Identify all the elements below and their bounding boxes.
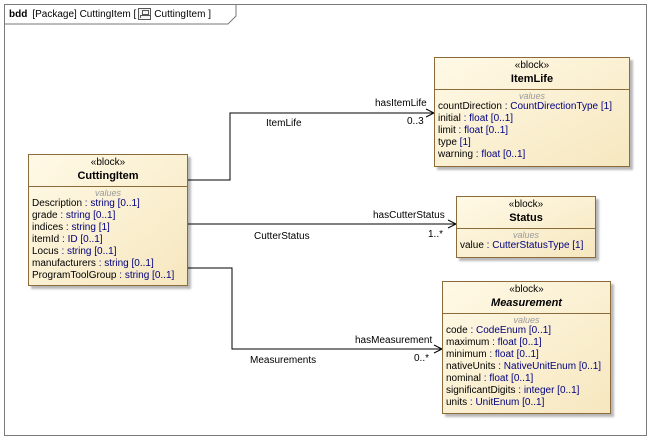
attribute-type: : ID [0..1] — [59, 234, 103, 245]
attribute-name: ProgramToolGroup — [32, 270, 117, 281]
block-stereotype: «block» — [508, 199, 544, 210]
attribute-type: : float [0..1] — [489, 337, 542, 348]
attribute-row[interactable]: significantDigits : integer [0..1] — [443, 385, 610, 397]
block-measurement[interactable]: «block» Measurement values code : CodeEn… — [442, 281, 611, 414]
values-compartment-label: values — [518, 91, 545, 101]
attribute-name: indices — [32, 222, 64, 233]
attribute-row[interactable]: countDirection : CountDirectionType [1] — [435, 101, 629, 113]
attribute-type: : CodeEnum [0..1] — [467, 325, 552, 336]
block-cuttingitem[interactable]: «block» CuttingItem values Description :… — [28, 154, 188, 286]
attribute-row[interactable]: ProgramToolGroup : string [0..1] — [29, 270, 187, 282]
association-role-measurement: hasMeasurement — [355, 335, 433, 346]
attribute-type: : float [0..1] — [460, 113, 514, 124]
attribute-name: initial — [438, 113, 461, 124]
association-measurement-line[interactable] — [188, 267, 442, 350]
attribute-type: [1] — [456, 137, 471, 148]
attribute-name: value — [460, 240, 484, 251]
block-name: Status — [509, 212, 543, 224]
values-compartment-label: values — [512, 230, 539, 240]
attribute-type: : float [0..1] — [481, 373, 534, 384]
attribute-type: : string [0..1] — [82, 198, 140, 209]
association-source-label-status: CutterStatus — [254, 231, 310, 242]
attribute-type: : CountDirectionType [1] — [501, 101, 612, 112]
attribute-row[interactable]: units : UnitEnum [0..1] — [443, 397, 610, 409]
values-compartment: code : CodeEnum [0..1]maximum : float [0… — [443, 325, 610, 409]
attribute-name: nativeUnits — [446, 361, 496, 372]
attribute-row[interactable]: limit : float [0..1] — [435, 125, 629, 137]
association-multiplicity-itemlife: 0..3 — [407, 116, 424, 127]
attribute-name: maximum — [446, 337, 490, 348]
association-multiplicity-measurement: 0..* — [414, 353, 430, 364]
attribute-type: : integer [0..1] — [515, 385, 580, 396]
attribute-row[interactable]: code : CodeEnum [0..1] — [443, 325, 610, 337]
attribute-row[interactable]: nominal : float [0..1] — [443, 373, 610, 385]
values-compartment-label: values — [513, 315, 540, 325]
attribute-row[interactable]: warning : float [0..1] — [435, 149, 629, 161]
attribute-type: : string [1] — [63, 222, 110, 233]
association-source-label-itemlife: ItemLife — [266, 118, 302, 129]
attribute-type: : float [0..1] — [455, 125, 509, 136]
attribute-row[interactable]: grade : string [0..1] — [29, 210, 187, 222]
block-stereotype: «block» — [514, 60, 550, 71]
association-itemlife-line[interactable] — [188, 112, 434, 181]
attribute-name: itemId — [32, 234, 60, 245]
attribute-name: code — [446, 325, 468, 336]
diagram-path: [Package] CuttingItem [ — [32, 8, 137, 20]
attribute-name: limit — [438, 125, 456, 136]
attribute-row[interactable]: Description : string [0..1] — [29, 198, 187, 210]
attribute-type: : NativeUnitEnum [0..1] — [495, 361, 602, 372]
attribute-type: : float [0..1] — [473, 149, 526, 160]
values-compartment: value : CutterStatusType [1] — [457, 240, 595, 252]
block-status[interactable]: «block» Status values value : CutterStat… — [456, 196, 596, 258]
attribute-type: : UnitEnum [0..1] — [467, 397, 545, 408]
values-compartment-label: values — [94, 188, 121, 198]
block-name: ItemLife — [510, 73, 554, 85]
attribute-row[interactable]: indices : string [1] — [29, 222, 187, 234]
attribute-name: manufacturers — [32, 258, 96, 269]
attribute-type: : string [0..1] — [58, 246, 117, 257]
block-stereotype: «block» — [90, 157, 126, 168]
association-multiplicity-status: 1..* — [428, 229, 444, 240]
values-compartment: Description : string [0..1]grade : strin… — [29, 198, 187, 282]
attribute-row[interactable]: manufacturers : string [0..1] — [29, 258, 187, 270]
attribute-name: significantDigits — [446, 385, 516, 396]
attribute-name: countDirection — [438, 101, 502, 112]
association-role-itemlife: hasItemLife — [375, 98, 427, 109]
diagram-kind: bdd — [9, 8, 28, 20]
block-name: CuttingItem — [77, 170, 139, 182]
attribute-name: type — [438, 137, 457, 148]
block-itemlife[interactable]: «block» ItemLife values countDirection :… — [434, 57, 630, 167]
block-name: Measurement — [491, 297, 562, 309]
package-diagram-icon — [138, 8, 152, 20]
attribute-name: nominal — [446, 373, 482, 384]
values-compartment: countDirection : CountDirectionType [1]i… — [435, 101, 629, 161]
attribute-name: warning — [438, 149, 474, 160]
attribute-row[interactable]: value : CutterStatusType [1] — [457, 240, 595, 252]
association-source-label-measurement: Measurements — [250, 355, 317, 366]
attribute-row[interactable]: minimum : float [0..1] — [443, 349, 610, 361]
attribute-type: : float [0..1] — [486, 349, 539, 360]
attribute-type: : string [0..1] — [95, 258, 154, 269]
attribute-name: Locus — [32, 246, 59, 257]
attribute-row[interactable]: maximum : float [0..1] — [443, 337, 610, 349]
attribute-row[interactable]: initial : float [0..1] — [435, 113, 629, 125]
attribute-name: minimum — [446, 349, 487, 360]
attribute-name: units — [446, 397, 468, 408]
attribute-name: Description — [32, 198, 83, 209]
attribute-row[interactable]: Locus : string [0..1] — [29, 246, 187, 258]
diagram-name: CuttingItem ] — [154, 8, 211, 20]
attribute-type: : string [0..1] — [57, 210, 116, 221]
frame-tab[interactable]: bdd [Package] CuttingItem [ CuttingItem … — [4, 4, 236, 24]
attribute-row[interactable]: nativeUnits : NativeUnitEnum [0..1] — [443, 361, 610, 373]
attribute-type: : CutterStatusType [1] — [483, 240, 584, 251]
attribute-name: grade — [32, 210, 58, 221]
attribute-row[interactable]: type [1] — [435, 137, 629, 149]
block-stereotype: «block» — [509, 284, 544, 295]
attribute-type: : string [0..1] — [116, 270, 175, 281]
association-role-status: hasCutterStatus — [373, 210, 445, 221]
attribute-row[interactable]: itemId : ID [0..1] — [29, 234, 187, 246]
diagram-frame — [4, 4, 647, 436]
